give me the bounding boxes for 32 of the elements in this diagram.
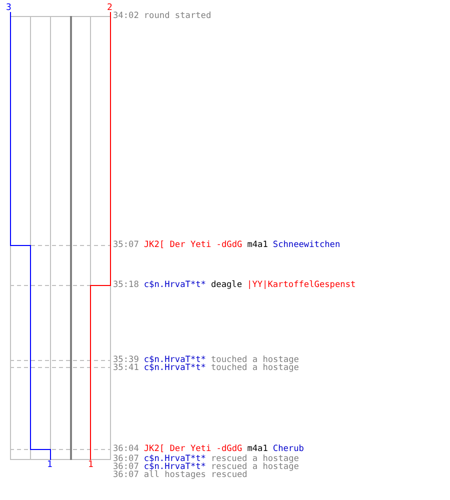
player-name: c$n.HrvaT*t* [144,355,206,365]
timestamp: 34:02 [113,11,139,21]
timestamp: 36:07 [113,470,139,480]
player-name: Cherub [272,444,304,454]
timestamp: 35:39 [113,355,139,365]
count-number: 2 [107,4,112,13]
event-text: rescued a hostage [210,454,299,464]
player-name: |YY|KartoffelGespenst [247,280,356,290]
timestamp: 35:07 [113,240,139,250]
count-number: 1 [88,461,94,470]
player-name: c$n.HrvaT*t* [144,454,206,464]
count-number: 1 [47,461,52,470]
player-name: Schneewitchen [272,240,340,250]
event-text: touched a hostage [210,355,299,365]
player-name: c$n.HrvaT*t* [144,280,206,290]
weapon-name: m4a1 [247,240,268,250]
player-name: JK2[ Der Yeti -dGdG [144,240,242,250]
player-name: c$n.HrvaT*t* [144,363,206,373]
timestamp: 36:07 [113,454,139,464]
weapon-name: m4a1 [247,444,268,454]
event-text: all hostages rescued [144,470,248,480]
timestamp: 35:18 [113,280,139,290]
event-text: rescued a hostage [210,462,299,472]
event-text: touched a hostage [210,363,299,373]
weapon-name: deagle [210,280,242,290]
timestamp: 35:41 [113,363,139,373]
timestamp: 36:04 [113,444,139,454]
event-text: round started [144,11,212,21]
player-name: JK2[ Der Yeti -dGdG [144,444,242,454]
player-name: c$n.HrvaT*t* [144,462,206,472]
count-number: 3 [6,4,12,13]
timestamp: 36:07 [113,462,139,472]
